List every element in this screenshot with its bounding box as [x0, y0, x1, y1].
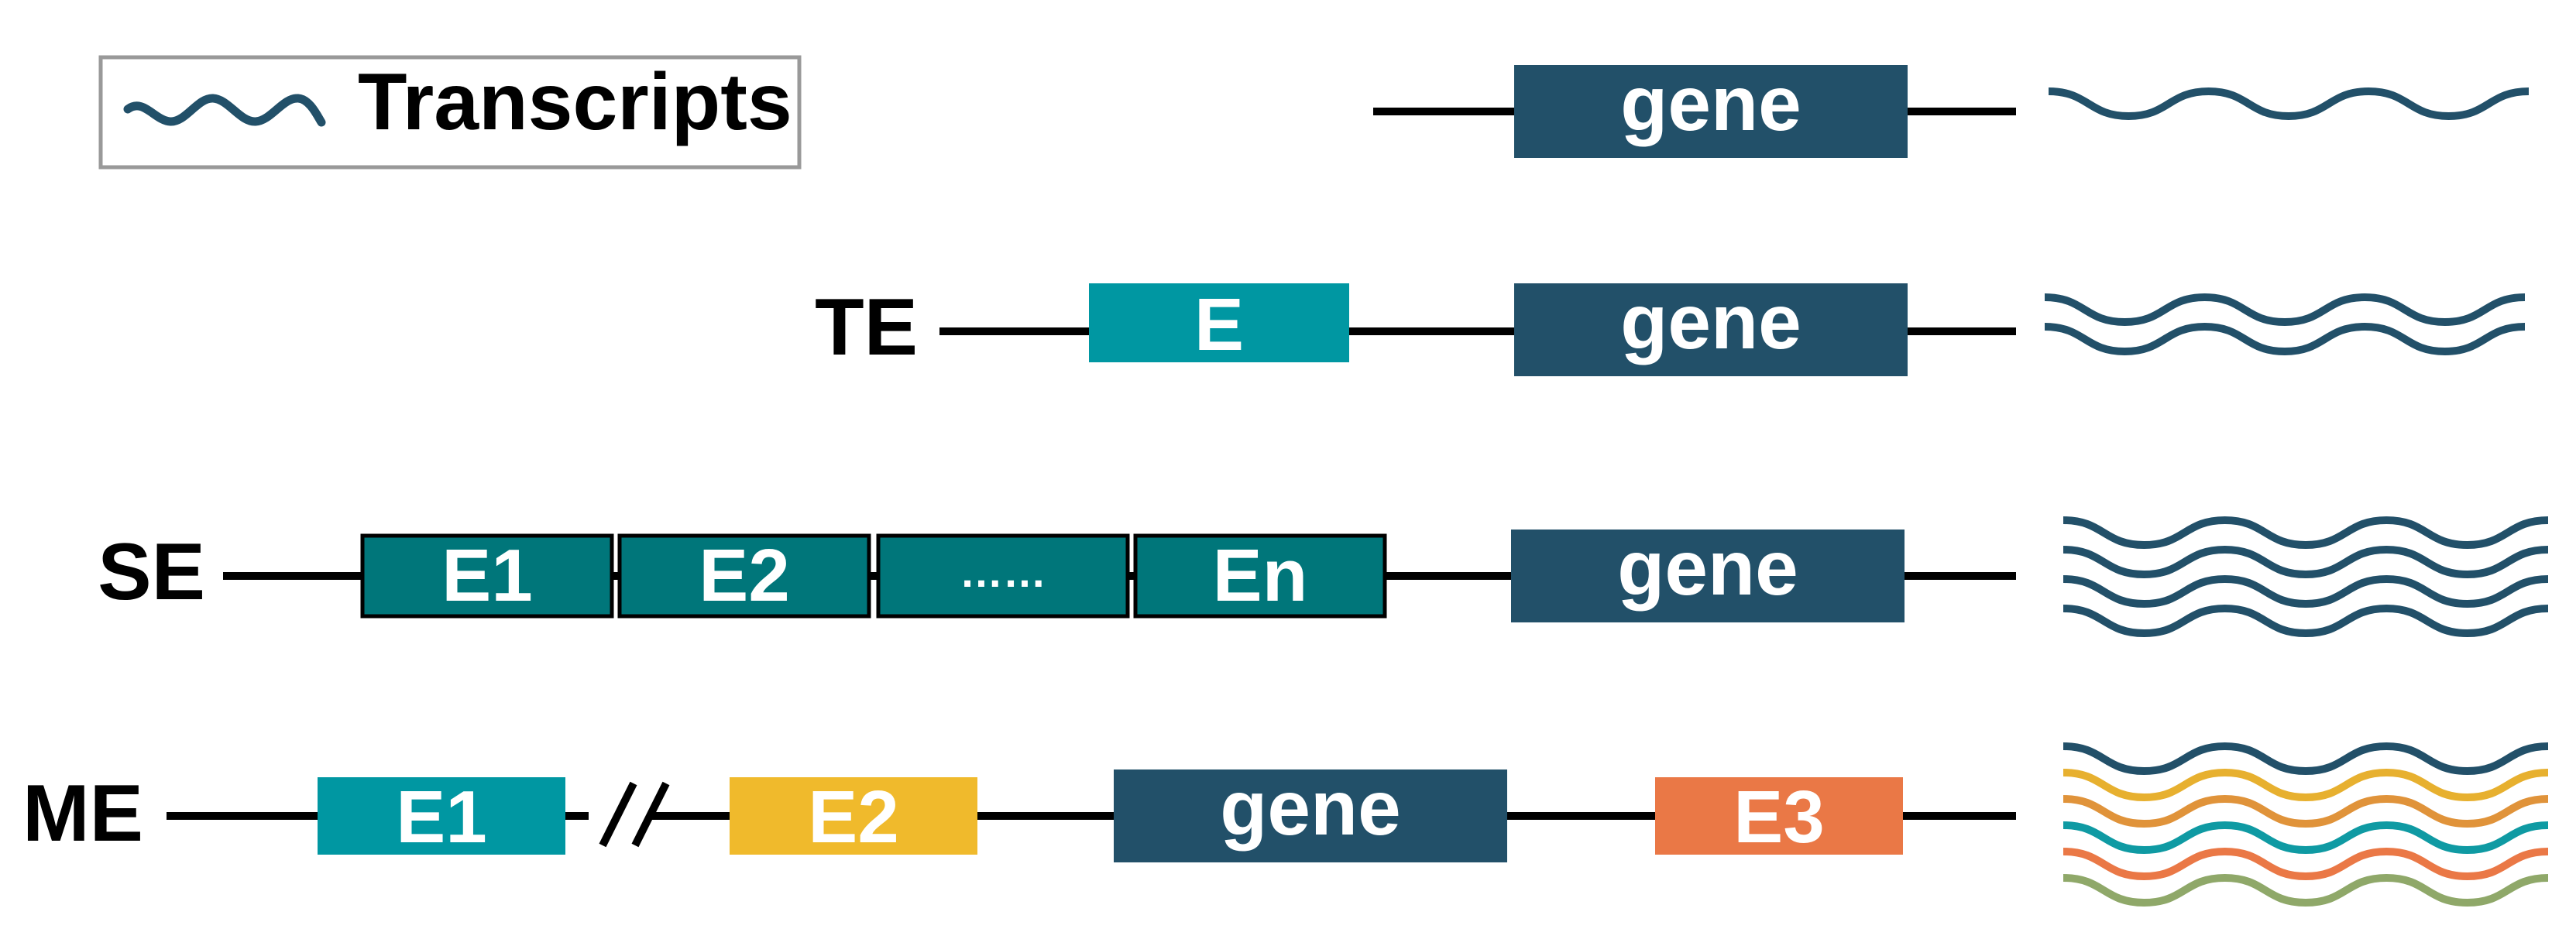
- enhancer-label: E1: [441, 534, 532, 617]
- row-te: TE E gene: [815, 279, 2526, 376]
- break-symbol: [599, 781, 670, 848]
- transcript-wave: [2048, 87, 2530, 121]
- enhancer-box: [1133, 533, 1387, 619]
- enhancer-label: E1: [396, 776, 486, 859]
- transcript-wave: [2063, 768, 2549, 802]
- enhancer-box: [617, 533, 871, 619]
- enhancer-box: [1089, 283, 1349, 362]
- transcript-wave: [2044, 293, 2526, 327]
- wavy-transcript-icon: [123, 94, 326, 127]
- transcript-wave: [2063, 516, 2549, 550]
- transcript-wave: [2063, 794, 2549, 828]
- row-se: SE E1 E2 …… En gene: [98, 516, 2549, 638]
- gene-label: gene: [1617, 525, 1798, 612]
- row-label-te: TE: [815, 283, 918, 372]
- transcripts-group: [2063, 516, 2549, 638]
- enhancer-box: [1655, 777, 1903, 855]
- legend: Transcripts: [98, 55, 802, 170]
- row-baseline: gene: [1373, 60, 2530, 158]
- gene-box: [1114, 769, 1507, 862]
- row-label-se: SE: [98, 527, 205, 617]
- legend-label: Transcripts: [358, 57, 792, 147]
- transcript-wave: [2063, 604, 2549, 638]
- enhancer-label: E2: [808, 776, 898, 859]
- transcript-wave: [2063, 545, 2549, 579]
- transcript-wave: [2063, 742, 2549, 776]
- enhancer-box: [318, 777, 565, 855]
- gene-label: gene: [1620, 279, 1801, 365]
- row-label-me: ME: [22, 769, 143, 859]
- transcript-wave: [2063, 574, 2549, 608]
- enhancer-label: ……: [960, 547, 1046, 596]
- gene-label: gene: [1620, 60, 1801, 147]
- transcript-wave: [2063, 847, 2549, 881]
- gene-box: [1511, 530, 1905, 622]
- transcript-wave: [2044, 322, 2526, 356]
- gene-box: [1514, 65, 1908, 158]
- enhancer-box: [730, 777, 977, 855]
- transcripts-group: [2063, 742, 2549, 907]
- transcripts-group: [2044, 293, 2526, 356]
- enhancer-label: En: [1213, 534, 1308, 617]
- transcripts-group: [2048, 87, 2530, 121]
- enhancer-label: E2: [699, 534, 789, 617]
- enhancer-box: [876, 533, 1130, 619]
- transcript-wave: [2063, 821, 2549, 855]
- row-me: ME E1 E2 gene E3: [22, 742, 2549, 907]
- legend-box: [98, 55, 802, 170]
- gene-box: [1514, 283, 1908, 376]
- enhancer-label: E3: [1733, 776, 1824, 859]
- enhancer-box: [360, 533, 614, 619]
- transcript-wave: [2063, 873, 2549, 907]
- enhancer-label: E: [1194, 283, 1244, 366]
- gene-label: gene: [1220, 765, 1400, 852]
